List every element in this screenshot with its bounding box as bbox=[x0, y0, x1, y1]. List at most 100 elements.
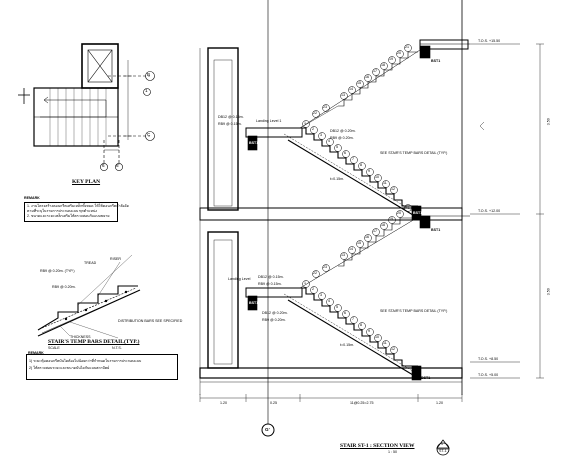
temp-label-rb9: RB9 @ 0.20m. bbox=[52, 285, 76, 289]
temp-bars-note-line-1: 1) ระยะหุ้มคอนกรีตบันไดต้องไม่น้อยกว่าที… bbox=[29, 359, 142, 363]
dimension-5: 3.50 bbox=[546, 118, 551, 126]
bar-label-lower-2: RB9 @ 0.15m. bbox=[258, 282, 282, 286]
temp-bars-detail bbox=[37, 254, 141, 339]
grid-label-6-prime: 6' bbox=[116, 163, 120, 168]
temp-bar-callout-upper: SEE STAIR'S TEMP BARS DETAIL (TYP.) bbox=[380, 151, 448, 155]
dimension-2: 0.25 bbox=[270, 401, 277, 405]
lower-step-1: 1 bbox=[304, 281, 306, 285]
upper-step-21: 21 bbox=[405, 45, 409, 49]
upper-step-5: 5 bbox=[336, 145, 338, 149]
upper-step-18: 18 bbox=[381, 63, 385, 67]
section-view bbox=[199, 0, 544, 456]
level-label-3: T.O.S. +8.50 bbox=[478, 357, 499, 361]
lower-step-20: 20 bbox=[397, 211, 401, 215]
temp-bars-note-line-2: 2) ให้ตรวจสอบระยะและขนาดบันไดกับแบบสถาปั… bbox=[29, 366, 110, 370]
lower-step-17: 17 bbox=[373, 229, 377, 233]
upper-step-8: 8 bbox=[360, 163, 362, 167]
lower-flight-step-markers bbox=[302, 204, 412, 354]
grid-label-c: C bbox=[147, 132, 151, 137]
dimension-4: 1.20 bbox=[436, 401, 443, 405]
level-label-2: T.O.S. +12.00 bbox=[478, 209, 501, 213]
section-scale: 1 : 50 bbox=[388, 450, 397, 454]
upper-step-4: 4 bbox=[328, 139, 330, 143]
landing-label-lower: Landing Level bbox=[228, 277, 251, 281]
lower-step-2: 2 bbox=[312, 287, 314, 291]
level-label-4: T.O.S. +5.00 bbox=[478, 373, 499, 377]
lower-step-10: 10 bbox=[375, 335, 379, 339]
temp-label-thickness: THICKNESS bbox=[70, 335, 91, 339]
level-label-1: T.O.S. +15.50 bbox=[478, 39, 501, 43]
lower-step-14: 14 bbox=[349, 247, 353, 251]
thickness-label-lower: t=0.15m. bbox=[340, 343, 355, 347]
key-plan-note-heading: REMARK bbox=[24, 196, 40, 200]
dimension-6: 3.50 bbox=[546, 288, 551, 296]
upper-step-6: 6 bbox=[344, 151, 346, 155]
bar-label-upper-2: RB9 @ 0.15m. bbox=[218, 122, 242, 126]
upper-step-17: 17 bbox=[373, 69, 377, 73]
lower-step-13: 13 bbox=[341, 253, 345, 257]
bar-label-lower-1: DB12 @ 0.15m. bbox=[258, 275, 284, 279]
temp-bars-title: STAIR'S TEMP BARS DETAIL(TYP.) bbox=[48, 339, 140, 345]
lower-step-22: 22 bbox=[313, 271, 317, 275]
grid-label-6: 6 bbox=[102, 163, 105, 168]
temp-label-riser: RISER bbox=[110, 257, 121, 261]
upper-step-11: 11 bbox=[383, 181, 387, 185]
upper-step-15: 15 bbox=[357, 81, 361, 85]
beam-tag-1: BST1 bbox=[249, 141, 259, 145]
temp-label-rb9-typ: RB9 @ 0.20m. (TYP.) bbox=[40, 269, 75, 273]
key-plan-note-line-2: ตามที่ระบุในรายการประกอบแบบ ทุกตำแหน่ง bbox=[27, 209, 98, 213]
upper-step-7: 7 bbox=[352, 157, 354, 161]
bar-label-lower-3: DB12 @ 0.20m. bbox=[262, 311, 288, 315]
bar-label-upper-1: DB12 @ 0.15m. bbox=[218, 115, 244, 119]
upper-step-3: 3 bbox=[320, 133, 322, 137]
lower-step-8: 8 bbox=[360, 323, 362, 327]
grid-label-b: B bbox=[147, 72, 151, 77]
lower-step-11: 11 bbox=[383, 341, 387, 345]
temp-label-distribution: DISTRIBUTION BARS SEE SPECIFIED bbox=[118, 319, 183, 323]
upper-step-16: 16 bbox=[365, 75, 369, 79]
upper-flight-step-markers bbox=[302, 44, 412, 194]
grid-bubble-g-prime: G' bbox=[265, 427, 270, 432]
key-plan-note-line-1: 1. งานโครงสร้างคอนกรีตเสริมเหล็กทั้งหมด … bbox=[27, 204, 129, 208]
upper-step-12: 12 bbox=[391, 187, 395, 191]
section-title: STAIR ST-1 : SECTION VIEW bbox=[340, 443, 415, 449]
upper-step-22: 22 bbox=[313, 111, 317, 115]
section-callout-bottom: ST-1 bbox=[439, 449, 447, 453]
upper-step-14: 14 bbox=[349, 87, 353, 91]
upper-step-1: 1 bbox=[304, 121, 306, 125]
upper-step-9: 9 bbox=[368, 169, 370, 173]
lower-step-15: 15 bbox=[357, 241, 361, 245]
lower-step-4: 4 bbox=[328, 299, 330, 303]
lower-step-6: 6 bbox=[344, 311, 346, 315]
temp-label-tread: TREAD bbox=[84, 261, 97, 265]
lower-step-9: 9 bbox=[368, 329, 370, 333]
lower-step-19: 19 bbox=[389, 217, 393, 221]
lower-step-3: 3 bbox=[320, 293, 322, 297]
temp-bars-nts: N.T.S. bbox=[112, 346, 122, 350]
beam-tag-5: BST1 bbox=[431, 59, 441, 63]
landing-label-upper: Landing Level 1 bbox=[256, 119, 282, 123]
beam-tag-2: BST1 bbox=[413, 211, 423, 215]
temp-bar-callout-lower: SEE STAIR'S TEMP BARS DETAIL (TYP.) bbox=[380, 309, 448, 313]
key-plan-title: KEY PLAN bbox=[72, 179, 101, 185]
bar-label-upper-3: DB12 @ 0.20m. bbox=[330, 129, 356, 133]
temp-bars-note-heading: REMARK bbox=[28, 351, 44, 355]
dimension-1: 1.20 bbox=[220, 401, 227, 405]
lower-step-23: 23 bbox=[323, 265, 327, 269]
upper-step-23: 23 bbox=[323, 105, 327, 109]
upper-step-13: 13 bbox=[341, 93, 345, 97]
key-plan-note-line-3: 2. ขนาดและระยะเหล็กเสริมให้ตรวจสอบกับแบบ… bbox=[27, 214, 110, 218]
key-plan bbox=[18, 43, 155, 171]
bar-label-upper-4: RB9 @ 0.20m. bbox=[330, 136, 354, 140]
lower-step-16: 16 bbox=[365, 235, 369, 239]
beam-tag-4: BST1 bbox=[421, 376, 431, 380]
upper-step-20: 20 bbox=[397, 51, 401, 55]
lower-step-21: 21 bbox=[405, 205, 409, 209]
upper-step-10: 10 bbox=[375, 175, 379, 179]
lower-step-18: 18 bbox=[381, 223, 385, 227]
lower-step-7: 7 bbox=[352, 317, 354, 321]
upper-step-19: 19 bbox=[389, 57, 393, 61]
grid-label-1: 1 bbox=[145, 88, 148, 93]
section-callout-top: 1 bbox=[441, 442, 443, 446]
key-plan-note-box bbox=[24, 202, 118, 222]
